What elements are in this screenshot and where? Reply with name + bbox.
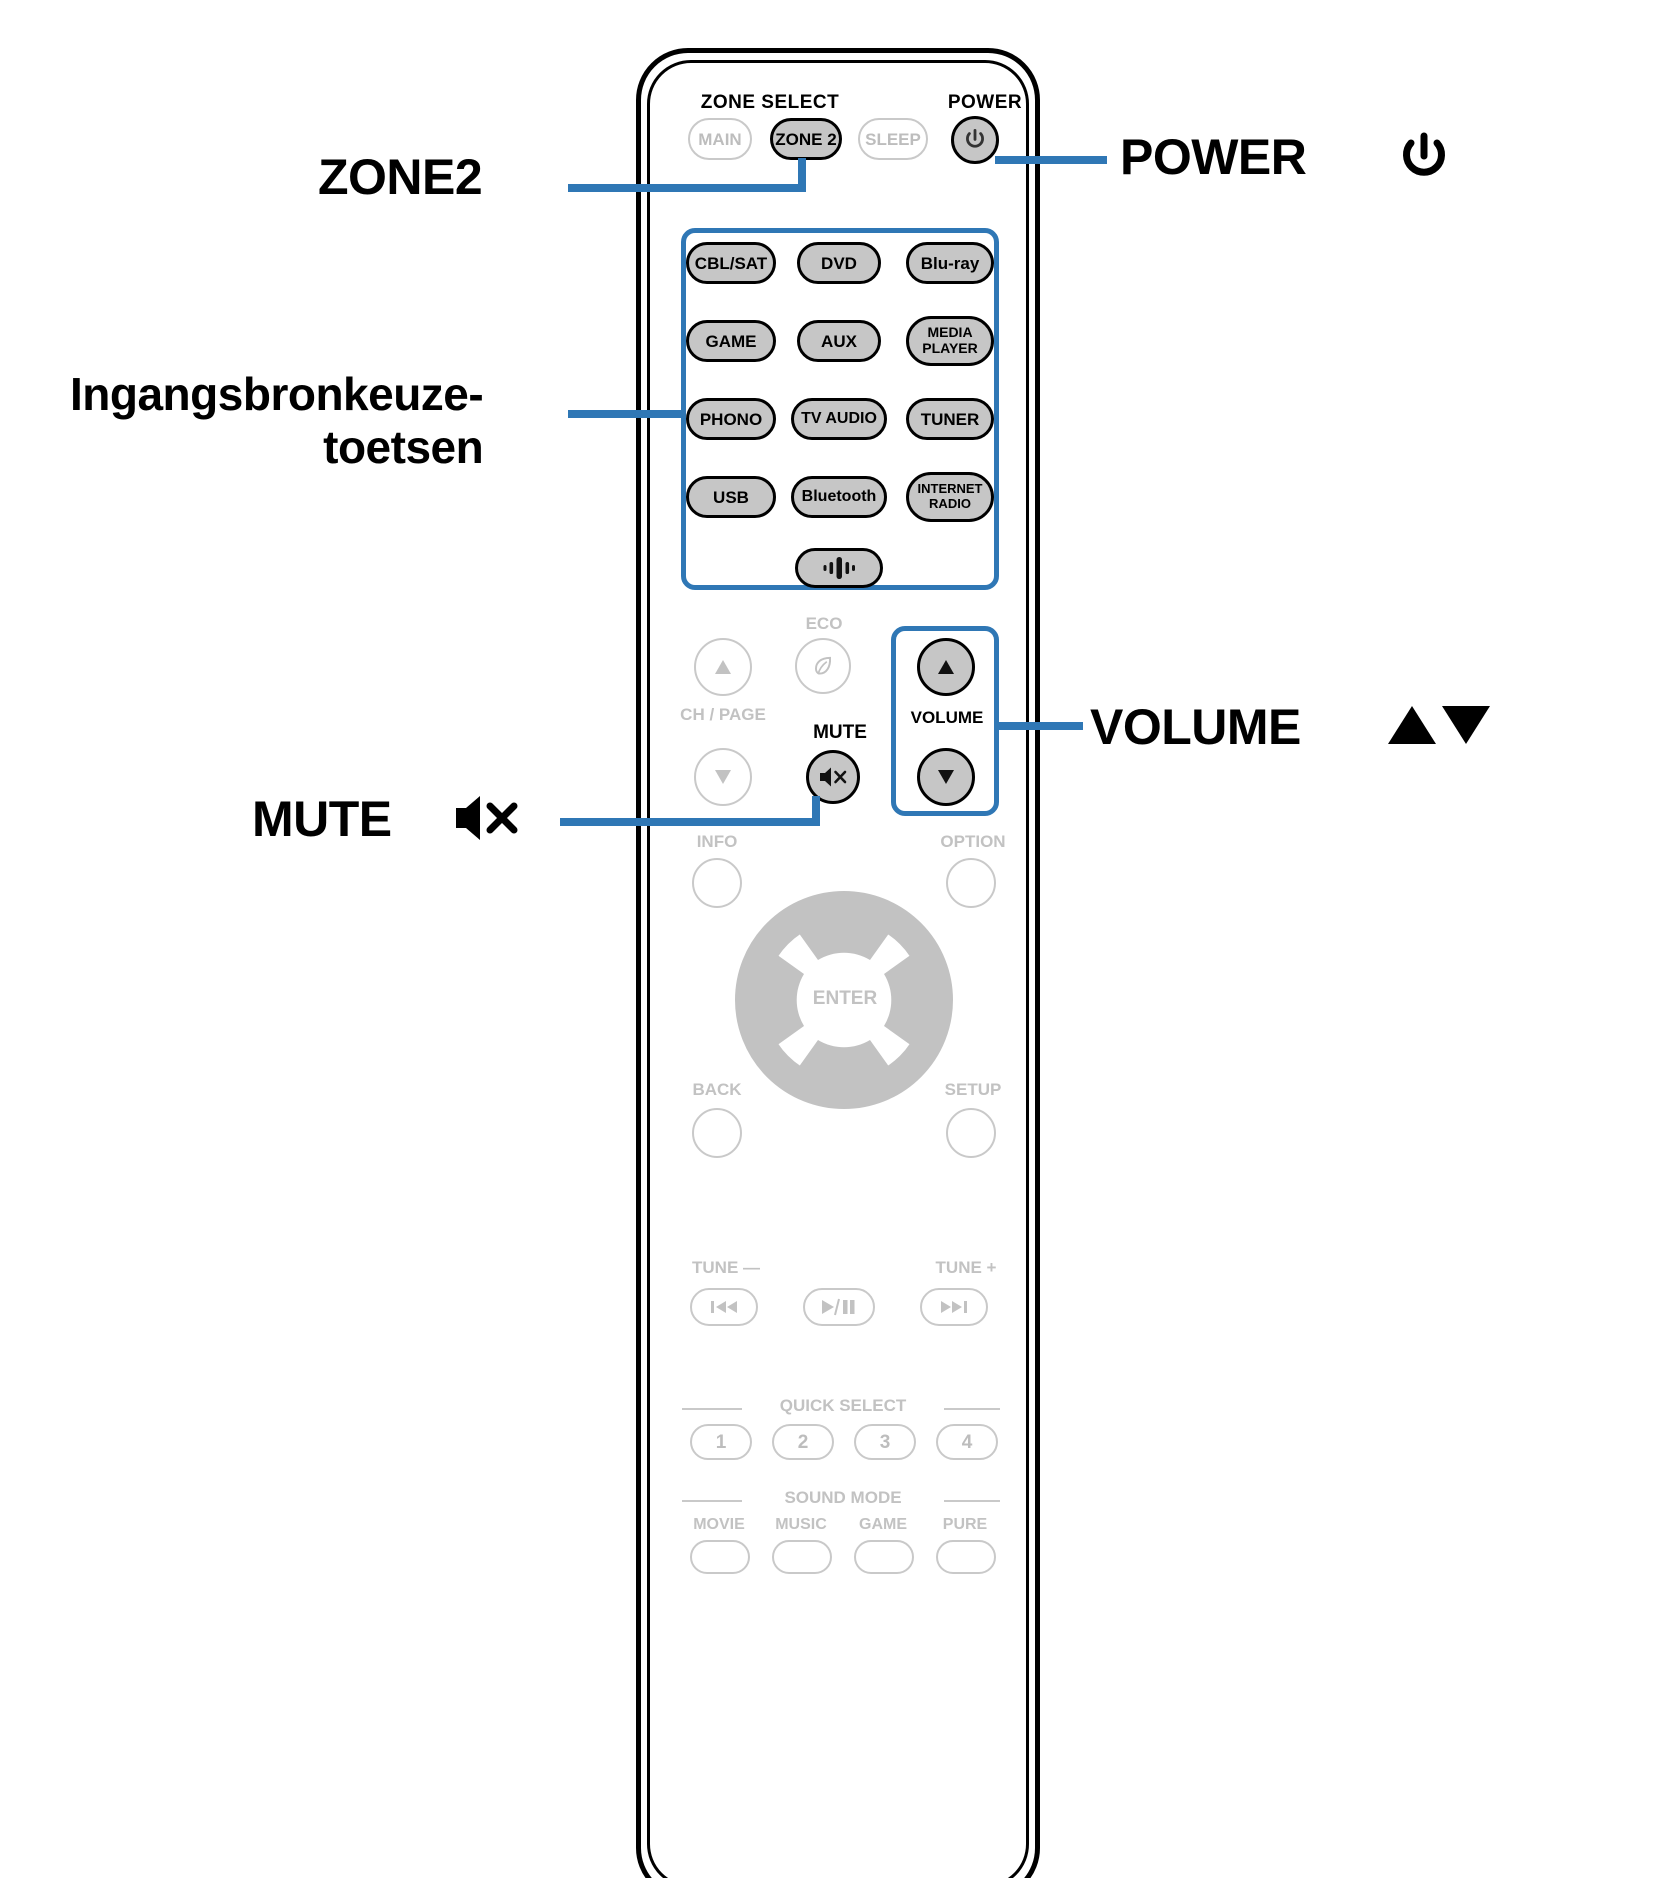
input-button-usb[interactable]: USB xyxy=(686,476,776,518)
quick-select-label: QUICK SELECT xyxy=(779,1396,907,1415)
quick-select-button-2[interactable]: 2 xyxy=(772,1424,834,1460)
back-label: BACK xyxy=(692,1080,742,1099)
zone-button-main[interactable]: MAIN xyxy=(688,118,752,160)
skip-previous-icon xyxy=(711,1301,737,1313)
callout-volume-text: VOLUME xyxy=(1090,699,1301,755)
nav-left-arrow-icon xyxy=(776,988,796,1012)
callout-zone2-leader-horizontal xyxy=(568,184,806,192)
mute-label: MUTE xyxy=(813,722,867,743)
eco-label: ECO xyxy=(805,614,843,633)
nav-up-arrow-icon xyxy=(832,932,856,952)
heos-icon xyxy=(823,557,855,579)
sound-mode-label-pure: PURE xyxy=(942,1516,988,1533)
callout-zone2-text: ZONE2 xyxy=(318,149,483,205)
sound-mode-label: SOUND MODE xyxy=(784,1488,902,1507)
mute-button[interactable] xyxy=(806,750,860,804)
option-button[interactable] xyxy=(946,858,996,908)
callout-power-leader xyxy=(995,156,1107,164)
quick-select-button-1[interactable]: 1 xyxy=(690,1424,752,1460)
sound-mode-label-game: GAME xyxy=(859,1516,907,1533)
callout-input-source-line1: Ingangsbronkeuze- xyxy=(70,368,484,420)
input-button-tuner[interactable]: TUNER xyxy=(906,398,994,440)
eco-button[interactable] xyxy=(795,638,851,694)
tune-plus-label: TUNE + xyxy=(935,1258,997,1277)
triangle-up-icon xyxy=(938,660,954,674)
input-button-bluetooth[interactable]: Bluetooth xyxy=(791,476,887,518)
info-label: INFO xyxy=(696,832,738,851)
zone-select-section-label: ZONE SELECT xyxy=(700,92,840,113)
mute-speaker-x-icon xyxy=(820,767,847,787)
ch-page-label: CH / PAGE xyxy=(680,705,766,724)
setup-button[interactable] xyxy=(946,1108,996,1158)
callout-input-source-text: Ingangsbronkeuze- toetsen xyxy=(70,368,484,474)
media-player-line1: MEDIA xyxy=(927,324,973,341)
input-button-heos[interactable] xyxy=(795,548,883,588)
quick-select-rule-right xyxy=(944,1408,1000,1410)
media-player-line2: PLAYER xyxy=(922,340,978,356)
play-pause-icon xyxy=(822,1298,855,1316)
tune-minus-label: TUNE — xyxy=(692,1258,760,1277)
callout-input-source-leader xyxy=(568,410,686,418)
sound-mode-button-pure[interactable] xyxy=(936,1540,996,1574)
input-button-media-player[interactable]: MEDIA PLAYER xyxy=(906,316,994,366)
input-button-blu-ray[interactable]: Blu-ray xyxy=(906,242,994,284)
sound-mode-rule-left xyxy=(682,1500,742,1502)
callout-input-source-line2: toetsen xyxy=(323,420,484,473)
navigation-wheel[interactable] xyxy=(735,891,953,1109)
callout-power-symbol-icon xyxy=(1403,132,1445,176)
input-button-tv-audio[interactable]: TV AUDIO xyxy=(791,398,887,440)
callout-mute-text: MUTE xyxy=(252,791,392,847)
callout-mute-speaker-x-icon xyxy=(456,796,518,840)
callout-volume-leader xyxy=(995,722,1083,730)
input-button-phono[interactable]: PHONO xyxy=(686,398,776,440)
sound-mode-button-game[interactable] xyxy=(854,1540,914,1574)
skip-previous-button[interactable] xyxy=(690,1288,758,1326)
internet-radio-line2: RADIO xyxy=(929,496,971,511)
triangle-down-icon xyxy=(938,770,954,784)
sound-mode-label-music: MUSIC xyxy=(775,1516,827,1533)
option-label: OPTION xyxy=(940,832,1006,851)
enter-label: ENTER xyxy=(812,988,878,1009)
skip-next-button[interactable] xyxy=(920,1288,988,1326)
input-button-aux[interactable]: AUX xyxy=(797,320,881,362)
skip-next-icon xyxy=(941,1301,967,1313)
callout-power-text: POWER xyxy=(1120,129,1307,185)
input-button-dvd[interactable]: DVD xyxy=(797,242,881,284)
nav-down-arrow-icon xyxy=(832,1048,856,1068)
quick-select-button-3[interactable]: 3 xyxy=(854,1424,916,1460)
sound-mode-button-movie[interactable] xyxy=(690,1540,750,1574)
quick-select-rule-left xyxy=(682,1408,742,1410)
callout-zone2-leader-vertical xyxy=(798,158,806,192)
callout-volume-up-down-triangles-icon xyxy=(1388,706,1490,744)
callout-mute-leader-vertical xyxy=(812,796,820,824)
sound-mode-rule-right xyxy=(944,1500,1000,1502)
volume-up-button[interactable] xyxy=(917,638,975,696)
triangle-down-icon xyxy=(715,770,731,784)
play-pause-button[interactable] xyxy=(803,1288,875,1326)
zone-button-zone2[interactable]: ZONE 2 xyxy=(770,118,842,160)
ch-page-up-button[interactable] xyxy=(694,638,752,696)
setup-label: SETUP xyxy=(944,1080,1002,1099)
quick-select-button-4[interactable]: 4 xyxy=(936,1424,998,1460)
volume-label: VOLUME xyxy=(910,708,984,727)
sound-mode-button-music[interactable] xyxy=(772,1540,832,1574)
leaf-icon xyxy=(814,656,832,675)
volume-highlight-box xyxy=(891,626,999,816)
volume-down-button[interactable] xyxy=(917,748,975,806)
internet-radio-line1: INTERNET xyxy=(917,481,983,497)
input-button-internet-radio[interactable]: INTERNET RADIO xyxy=(906,472,994,522)
power-button[interactable] xyxy=(951,116,999,164)
sound-mode-label-movie: MOVIE xyxy=(693,1516,745,1533)
ch-page-down-button[interactable] xyxy=(694,748,752,806)
power-section-label: POWER xyxy=(947,92,1023,113)
zone-button-sleep[interactable]: SLEEP xyxy=(858,118,928,160)
nav-right-arrow-icon xyxy=(892,988,912,1012)
info-button[interactable] xyxy=(692,858,742,908)
callout-mute-leader-horizontal xyxy=(560,818,820,826)
triangle-up-icon xyxy=(715,660,731,674)
back-button[interactable] xyxy=(692,1108,742,1158)
input-button-game[interactable]: GAME xyxy=(686,320,776,362)
power-symbol-icon xyxy=(966,129,984,148)
input-button-cbl-sat[interactable]: CBL/SAT xyxy=(686,242,776,284)
